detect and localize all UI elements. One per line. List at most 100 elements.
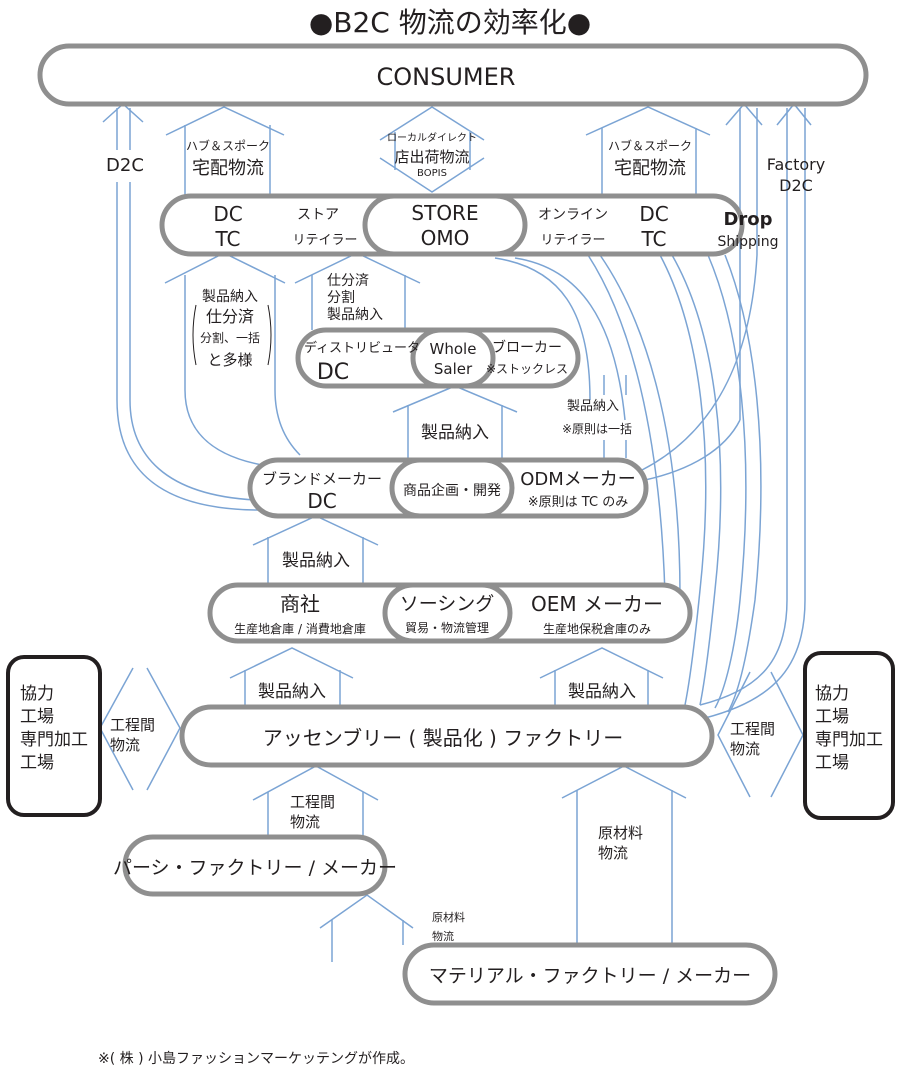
factory-d2c-line1: Factory bbox=[767, 155, 825, 174]
process-right-arrow-left bbox=[717, 671, 751, 798]
store-omo-node bbox=[362, 193, 528, 257]
curve-assembly-1 bbox=[659, 254, 707, 706]
curve-drop-odm-1 bbox=[641, 254, 758, 471]
hub-spoke-left-line2: 宅配物流 bbox=[192, 158, 264, 179]
delivery-varied-arrow bbox=[164, 252, 286, 284]
process-parts-line2: 物流 bbox=[290, 813, 320, 831]
delivery-brand-arrow bbox=[252, 515, 379, 546]
partner-right-line: 工場 bbox=[815, 707, 849, 727]
store-retailer-label2: リテイラー bbox=[292, 233, 357, 248]
partner-right-line: 専門加工 bbox=[815, 730, 883, 750]
delivery-bulk-line1: 製品納入 bbox=[567, 399, 619, 414]
partner-left-line: 工場 bbox=[20, 753, 54, 773]
curve-oem-1 bbox=[587, 254, 666, 596]
brand-maker-line2: DC bbox=[307, 489, 336, 513]
d2c-arrowhead bbox=[102, 102, 144, 123]
delivery-assembly-right-label: 製品納入 bbox=[568, 682, 636, 702]
factory-d2c-line-1 bbox=[699, 108, 788, 706]
process-parts-line1: 工程間 bbox=[290, 793, 335, 811]
consumer-label: CONSUMER bbox=[377, 63, 516, 91]
odm-maker-line1: ODMメーカー bbox=[520, 469, 636, 490]
hub-spoke-right-arrow bbox=[585, 106, 711, 136]
delivery-assembly-left-label: 製品納入 bbox=[258, 682, 326, 702]
oem-maker-line2: 生産地保税倉庫のみ bbox=[543, 621, 651, 636]
delivery-varied-line: 分割、一括 bbox=[200, 330, 260, 345]
delivery-varied-right bbox=[274, 275, 301, 456]
odm-maker-line2: ※原則は TC のみ bbox=[528, 495, 628, 510]
store-dc-label: DC bbox=[213, 202, 242, 226]
delivery-sorted-line: 仕分済 bbox=[327, 273, 369, 289]
delivery-sorted-line: 製品納入 bbox=[327, 307, 383, 323]
delivery-brand-label: 製品納入 bbox=[282, 551, 350, 571]
hub-spoke-left-arrow bbox=[165, 106, 285, 136]
wholesaler-node bbox=[410, 327, 496, 389]
delivery-varied-line: 仕分済 bbox=[206, 307, 254, 326]
factory-d2c-arrowhead bbox=[776, 102, 812, 126]
raw-material-big-arrow bbox=[561, 765, 687, 799]
process-right-line1: 工程間 bbox=[730, 720, 775, 738]
parts-factory-label: パーシ・ファクトリー / メーカー bbox=[113, 857, 397, 879]
paren-left bbox=[192, 304, 197, 366]
partner-left-line: 工場 bbox=[20, 707, 54, 727]
delivery-varied-line: と多様 bbox=[207, 351, 252, 369]
material-factory-node bbox=[402, 942, 778, 1006]
broker-line2: ※ストックレス bbox=[486, 362, 568, 376]
online-tc-label: TC bbox=[640, 227, 666, 251]
raw-material-small-arrow bbox=[319, 894, 414, 929]
assembly-factory-node bbox=[179, 704, 715, 768]
footnote: ※( 株 ) 小島ファッションマーケッテングが作成。 bbox=[98, 1051, 414, 1067]
delivery-assembly-left-arrow bbox=[229, 647, 354, 679]
d2c-label: D2C bbox=[106, 155, 144, 176]
d2c-arrow bbox=[116, 108, 261, 511]
raw-material-big-line2: 物流 bbox=[598, 844, 628, 862]
distributor-line2: DC bbox=[317, 360, 349, 385]
distributor-line1: ディストリビュータ bbox=[304, 340, 420, 356]
curve-assembly-4 bbox=[724, 254, 762, 713]
trading-company-line2: 生産地倉庫 / 消費地倉庫 bbox=[234, 621, 366, 636]
hub-spoke-left-line1: ハブ＆スポーク bbox=[186, 138, 270, 153]
drop-shipping-line1: Drop bbox=[723, 209, 772, 230]
raw-material-small-line2: 物流 bbox=[432, 929, 454, 943]
sourcing-node bbox=[382, 582, 513, 644]
delivery-bulk-line2: ※原則は一括 bbox=[562, 421, 632, 436]
partner-right-line: 協力 bbox=[815, 684, 849, 704]
partner-right-line: 工場 bbox=[815, 753, 849, 773]
curve-drop-odm-2 bbox=[644, 419, 741, 481]
partner-factory-left-text: 協力 工場 専門加工 工場 bbox=[20, 684, 88, 773]
trading-company-line1: 商社 bbox=[280, 592, 320, 616]
store-omo-line2: OMO bbox=[421, 226, 470, 250]
delivery-sorted-label: 仕分済 分割 製品納入 bbox=[327, 273, 383, 323]
delivery-distributor-label: 製品納入 bbox=[421, 423, 489, 443]
curve-assembly-2 bbox=[671, 254, 722, 706]
wholesaler-line2: Saler bbox=[434, 360, 473, 378]
product-planning-label: 商品企画・開発 bbox=[403, 482, 501, 499]
partner-left-line: 協力 bbox=[20, 684, 54, 704]
product-planning-node bbox=[389, 457, 515, 519]
delivery-varied-label: 製品納入 仕分済 分割、一括 と多様 bbox=[192, 289, 272, 369]
consumer-node bbox=[37, 43, 869, 107]
online-dc-label: DC bbox=[639, 202, 668, 226]
hub-spoke-right-line2: 宅配物流 bbox=[614, 158, 686, 179]
partner-factory-right-node bbox=[803, 651, 895, 820]
d2c-arrow-inner bbox=[129, 108, 256, 501]
process-right-line2: 物流 bbox=[730, 740, 760, 758]
oem-maker-line1: OEM メーカー bbox=[531, 592, 663, 616]
sourcing-line1: ソーシング bbox=[400, 593, 495, 615]
process-left-line1: 工程間 bbox=[110, 716, 155, 734]
wholesaler-line1: Whole bbox=[430, 340, 477, 358]
paren-right bbox=[267, 304, 272, 366]
process-right-arrow-right bbox=[770, 671, 804, 798]
curve-broker-2 bbox=[514, 257, 626, 421]
online-retailer-label1: オンライン bbox=[538, 207, 608, 223]
material-factory-label: マテリアル・ファクトリー / メーカー bbox=[429, 965, 751, 987]
partner-factory-left-node bbox=[6, 655, 102, 817]
online-retailer-label2: リテイラー bbox=[540, 233, 605, 248]
curve-broker-1 bbox=[494, 257, 591, 401]
process-left-line2: 物流 bbox=[110, 736, 140, 754]
diagram-title: ●B2C 物流の効率化● bbox=[309, 6, 591, 39]
factory-d2c-line2: D2C bbox=[779, 176, 813, 195]
local-direct-line2: 店出荷物流 bbox=[394, 148, 469, 166]
parts-factory-node bbox=[122, 834, 388, 897]
store-tc-label: TC bbox=[214, 227, 240, 251]
